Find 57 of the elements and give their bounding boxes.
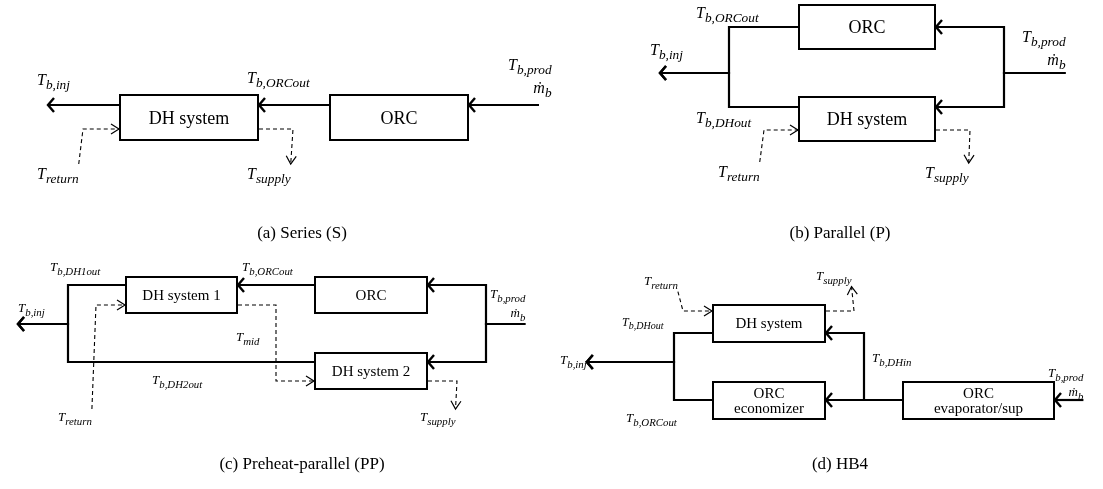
variable-label: T$_{supply}$ (247, 164, 291, 188)
variable-label: T$_{b,inj}$ (650, 40, 683, 64)
flow-arrow (658, 64, 798, 109)
dashed-arrow (258, 128, 297, 165)
variable-label: T$_{supply}$ (420, 409, 456, 428)
process-box: DH system (712, 304, 826, 343)
variable-label: T$_{b,prod}$ (1022, 27, 1066, 51)
variable-label: T$_{b,inj}$ (560, 352, 587, 371)
dashed-arrow (427, 380, 462, 410)
variable-label: ṁ$_{b}$ (509, 304, 526, 324)
edge-label: T$_{b,DHout}$ (696, 108, 752, 132)
edge-label: T$_{b,DH2out}$ (152, 372, 203, 391)
variable-label: T$_{supply}$ (925, 163, 969, 187)
variable-label: T$_{supply}$ (816, 268, 852, 287)
caption: (d) HB4 (811, 454, 869, 474)
flow-arrow (46, 96, 119, 114)
process-box: DH system (798, 96, 936, 142)
process-box: ORC (329, 94, 469, 141)
edge-label: T$_{b,ORCout}$ (247, 68, 310, 92)
edge-label: T$_{b,ORCout}$ (696, 3, 759, 27)
variable-label: T$_{return}$ (58, 409, 92, 428)
variable-label: T$_{b,inj}$ (37, 70, 70, 94)
caption: (a) Series (S) (257, 223, 347, 243)
dashed-arrow (759, 124, 799, 163)
edge-label: T$_{b,ORCout}$ (626, 410, 677, 429)
process-box: DH system (119, 94, 259, 141)
process-box: ORC (314, 276, 428, 314)
caption: (c) Preheat-parallel (PP) (219, 454, 385, 474)
process-box: ORC economizer (712, 381, 826, 420)
variable-label: T$_{b,prod}$ (508, 55, 552, 79)
variable-label: ṁ$_{b}$ (1046, 50, 1066, 74)
caption: (b) Parallel (P) (789, 223, 891, 243)
variable-label: T$_{return}$ (718, 162, 760, 186)
flow-arrow (824, 324, 902, 402)
dashed-arrow (78, 123, 120, 165)
process-box: ORC (798, 4, 936, 50)
edge-label: T$_{b,DHin}$ (872, 350, 912, 369)
dashed-arrow (237, 304, 315, 387)
flow-arrow (585, 353, 712, 402)
variable-label: T$_{b,prod}$ (1048, 365, 1084, 384)
process-box: DH system 2 (314, 352, 428, 390)
variable-label: T$_{return}$ (37, 164, 79, 188)
dashed-arrow (91, 299, 126, 410)
edge-label: T$_{b,DHout}$ (622, 315, 664, 333)
edge-label: T$_{mid}$ (236, 329, 260, 348)
variable-label: T$_{return}$ (644, 273, 678, 292)
edge-label: T$_{b,ORCout}$ (242, 259, 293, 278)
variable-label: T$_{b,inj}$ (18, 300, 45, 319)
variable-label: ṁ$_{b}$ (532, 78, 552, 102)
dashed-arrow (825, 286, 858, 312)
flow-arrow (16, 315, 314, 364)
dashed-arrow (677, 291, 713, 317)
variable-label: T$_{b,prod}$ (490, 286, 526, 305)
process-box: ORC evaporator/sup (902, 381, 1055, 420)
edge-label: T$_{b,DH1out}$ (50, 259, 101, 278)
process-box: DH system 1 (125, 276, 238, 314)
dashed-arrow (935, 129, 975, 164)
